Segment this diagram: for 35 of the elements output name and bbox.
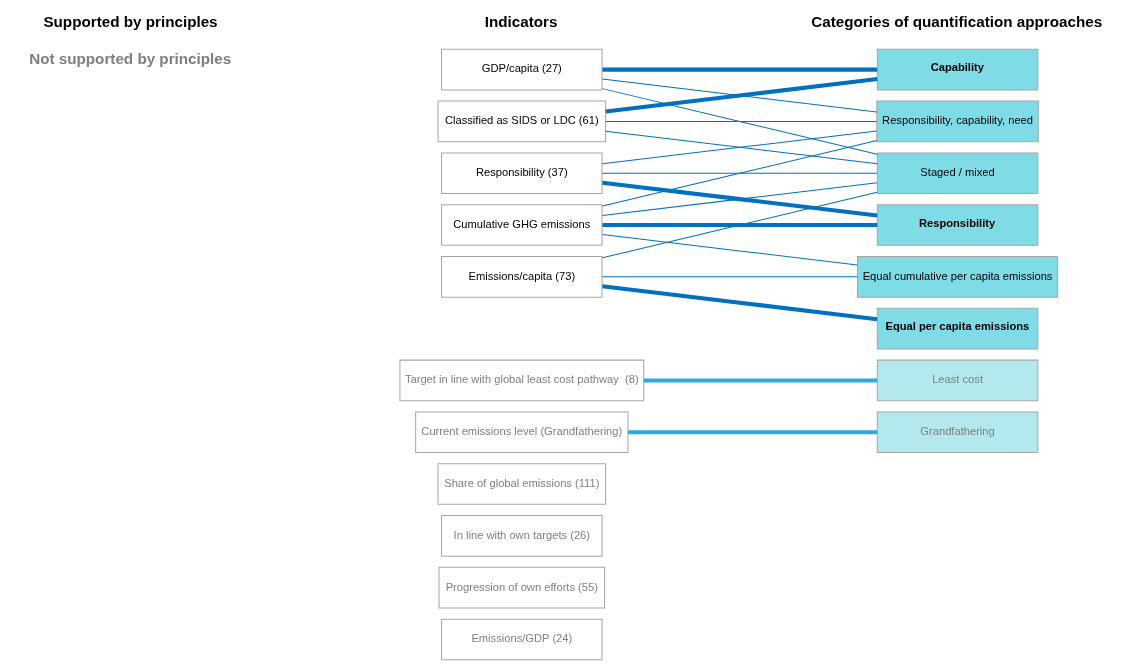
node-box: Equal cumulative per capita emissions: [856, 256, 1058, 298]
connector: [601, 276, 858, 278]
node-box: Share of global emissions (111): [437, 463, 606, 505]
node-box: Target in line with global least cost pathway (8): [398, 359, 644, 402]
connector: [601, 172, 878, 174]
connector: [604, 120, 877, 122]
node-box: Capability: [876, 48, 1038, 91]
node-box: Progression of own efforts (55): [438, 566, 605, 609]
node-box: Grandfathering: [876, 411, 1038, 454]
node-box: In line with own targets (26): [440, 515, 603, 557]
node-box: Cumulative GHG emissions: [440, 204, 603, 246]
connector: [601, 284, 877, 322]
node-box: Responsibility (37): [440, 152, 603, 195]
connector: [601, 234, 858, 266]
label: Supported by principles: [42, 13, 218, 31]
connector: [601, 139, 877, 207]
node-box: Classified as SIDS or LDC (61): [437, 100, 606, 143]
node-box: Staged / mixed: [876, 152, 1038, 195]
label: Not supported by principles: [28, 50, 231, 68]
connector: [643, 378, 877, 383]
connector: [601, 67, 877, 72]
connector: [601, 88, 878, 155]
connector: [601, 191, 878, 259]
node-box: Equal per capita emissions: [876, 307, 1038, 350]
node-box: Responsibility, capability, need: [875, 100, 1039, 143]
node-box: Emissions/capita (73): [440, 256, 603, 298]
node-box: Responsibility: [876, 204, 1038, 246]
node-box: Emissions/GDP (24): [440, 618, 603, 661]
label: Indicators: [484, 13, 557, 31]
node-box: Least cost: [876, 359, 1038, 402]
connector: [601, 223, 877, 228]
connector: [627, 430, 877, 435]
node-box: GDP/capita (27): [440, 48, 603, 91]
label: Categories of quantification approaches: [810, 13, 1102, 31]
node-box: Current emissions level (Grandfathering): [414, 411, 628, 454]
